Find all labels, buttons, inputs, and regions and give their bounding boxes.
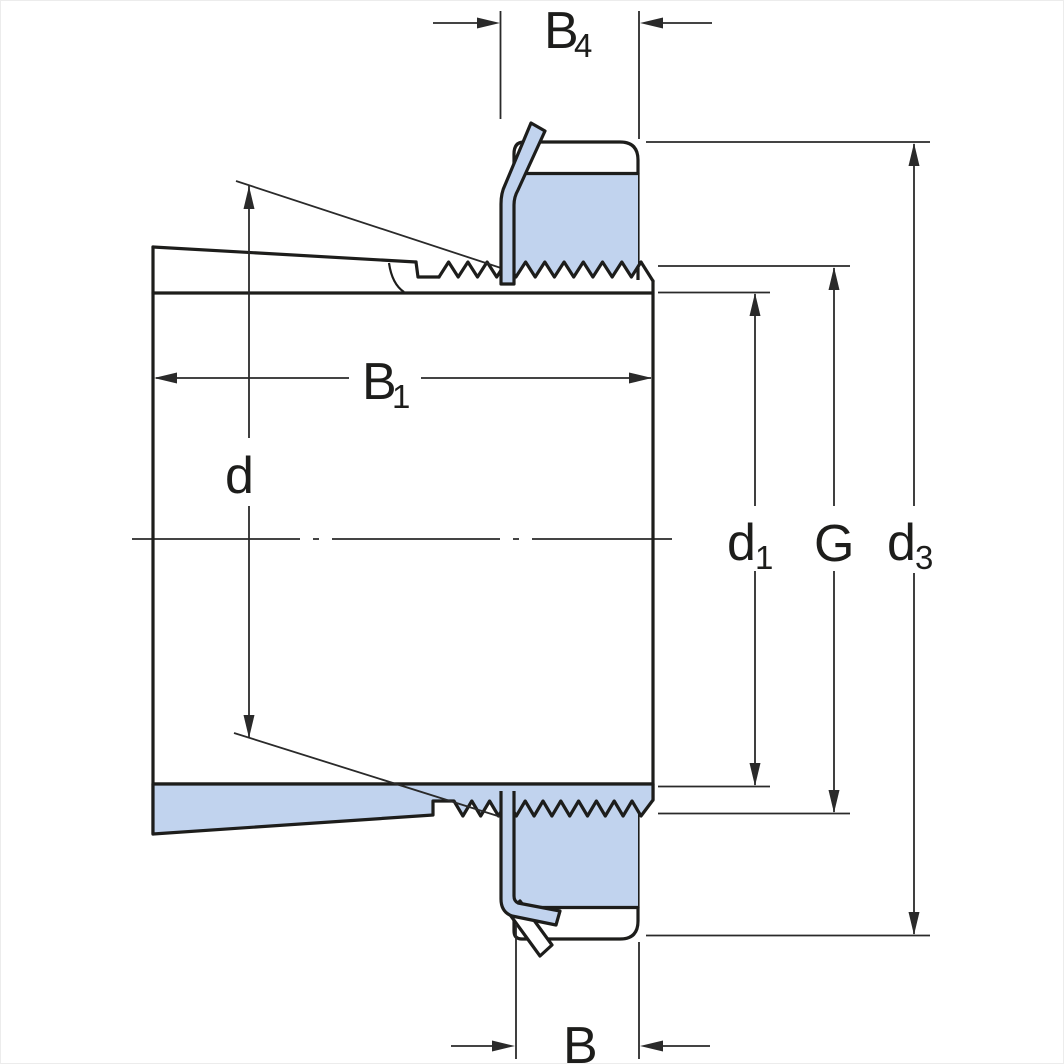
label-d3-subscript: 3 — [915, 539, 933, 576]
taper-line-bottom — [233, 732, 502, 818]
nut-top-section-fill — [514, 173, 638, 263]
lock-washer-top — [499, 121, 547, 286]
arrowhead — [629, 372, 652, 384]
dim-d3 — [646, 141, 930, 937]
arrowhead — [908, 143, 920, 166]
arrowhead — [640, 17, 663, 29]
label-g: G — [814, 515, 854, 573]
taper-construction-lines — [233, 180, 502, 818]
arrowhead — [492, 1040, 515, 1052]
lock-washer-bottom — [499, 791, 562, 958]
sleeve-body — [151, 245, 655, 836]
thread-top-zigzag — [437, 260, 643, 279]
sleeve-bottom-wedge — [151, 782, 655, 836]
label-d1-subscript: 1 — [755, 539, 773, 576]
arrowhead — [477, 17, 500, 29]
dim-b4 — [433, 11, 712, 139]
arrowhead — [640, 1040, 663, 1052]
washer-top-strip-and-bent-tab — [499, 121, 547, 286]
lock-nut-bottom — [512, 797, 640, 941]
arrowhead — [749, 293, 761, 316]
arrowhead — [908, 912, 920, 935]
dim-g — [658, 265, 850, 815]
arrowhead — [154, 372, 177, 384]
washer-bottom-strip-and-bent-tab — [499, 791, 562, 927]
nut-top-thread-valleys — [514, 262, 638, 277]
label-b4-subscript: 4 — [574, 27, 592, 64]
sleeve-bottom-section — [151, 782, 655, 836]
dimension-labels: B 4 B 1 d d 1 G d 3 B — [225, 2, 933, 1064]
label-b4: B — [544, 2, 579, 60]
sleeve-slit-curve — [387, 262, 405, 293]
dim-b1 — [154, 372, 652, 384]
nut-bottom-section-fill — [514, 799, 638, 908]
dim-b — [451, 924, 710, 1059]
label-d3: d — [887, 514, 916, 572]
arrowhead — [243, 715, 255, 738]
arrowhead — [243, 186, 255, 209]
label-d1: d — [727, 514, 756, 572]
lock-nut-top — [512, 140, 640, 280]
arrowhead — [828, 267, 840, 290]
label-d: d — [225, 447, 254, 505]
dim-d — [243, 186, 255, 738]
sleeve-top-taper-line — [151, 245, 418, 264]
sleeve-top-end-chamfer — [639, 260, 655, 283]
taper-line-top — [235, 180, 502, 269]
label-b: B — [563, 1017, 598, 1064]
dim-d1 — [658, 291, 770, 788]
sleeve-top-thread-undercut — [414, 260, 441, 279]
arrowhead — [828, 790, 840, 813]
arrowhead — [749, 763, 761, 786]
label-b1-subscript: 1 — [392, 378, 410, 415]
label-b1: B — [362, 353, 397, 411]
